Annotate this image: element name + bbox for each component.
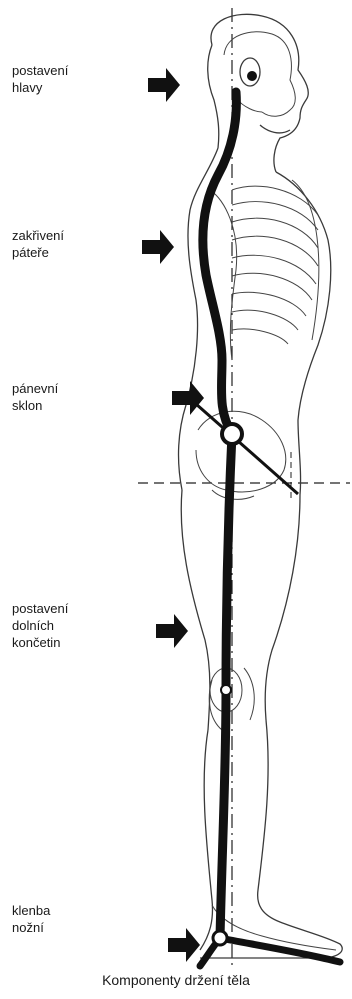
ankle-joint-marker <box>213 931 227 945</box>
pelvic-tilt-line <box>196 404 298 494</box>
label-line: zakřivení <box>12 227 64 244</box>
arrow-right-icon <box>156 614 188 648</box>
label-line: páteře <box>12 244 64 261</box>
label-line: dolních <box>12 617 68 634</box>
label-line: postavení <box>12 600 68 617</box>
posture-line <box>200 92 340 966</box>
label-line: hlavy <box>12 79 68 96</box>
figure-caption: Komponenty držení těla <box>0 972 352 988</box>
hip-joint-marker <box>222 424 242 444</box>
arrow-right-icon <box>168 928 200 962</box>
label-line: pánevní <box>12 380 58 397</box>
label-lower-limbs: postavení dolních končetin <box>12 600 68 651</box>
label-head-position: postavení hlavy <box>12 62 68 96</box>
knee-joint-marker <box>221 685 231 695</box>
spine-curve <box>203 92 236 434</box>
label-spine-curvature: zakřivení páteře <box>12 227 64 261</box>
label-pelvic-tilt: pánevní sklon <box>12 380 58 414</box>
arrow-right-icon <box>172 381 204 415</box>
arrow-right-icon <box>142 230 174 264</box>
label-line: končetin <box>12 634 68 651</box>
head-joint-marker <box>247 71 257 81</box>
label-line: postavení <box>12 62 68 79</box>
body-outline <box>179 14 343 958</box>
label-line: klenba <box>12 902 50 919</box>
label-line: nožní <box>12 919 50 936</box>
arrow-right-icon <box>148 68 180 102</box>
label-foot-arch: klenba nožní <box>12 902 50 936</box>
label-line: sklon <box>12 397 58 414</box>
